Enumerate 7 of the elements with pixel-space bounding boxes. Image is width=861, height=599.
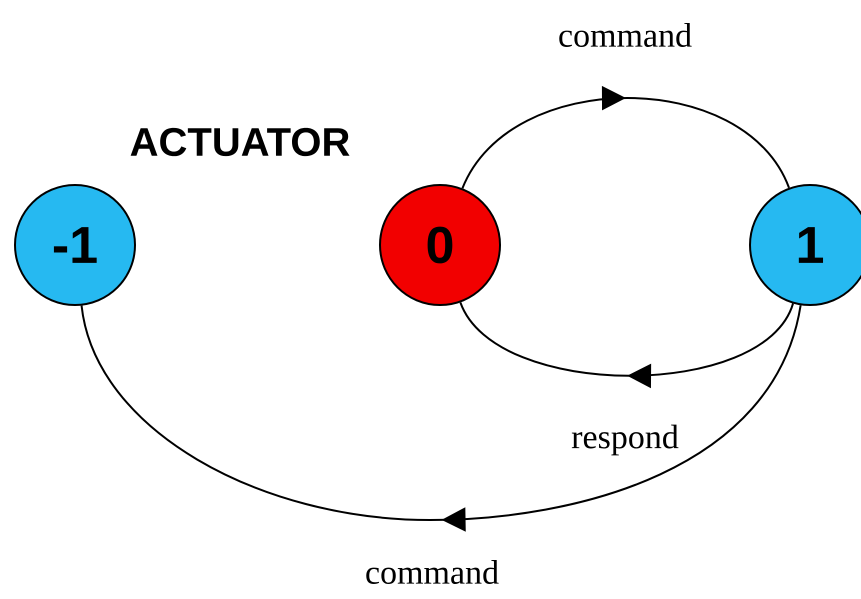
edge-label: respond — [569, 422, 681, 458]
title: ACTUATOR — [130, 128, 350, 156]
edge-label: command — [362, 558, 502, 586]
arrow — [460, 302, 794, 388]
arrow — [80, 305, 802, 532]
edge-label: command — [556, 21, 694, 49]
arrow — [462, 86, 790, 189]
